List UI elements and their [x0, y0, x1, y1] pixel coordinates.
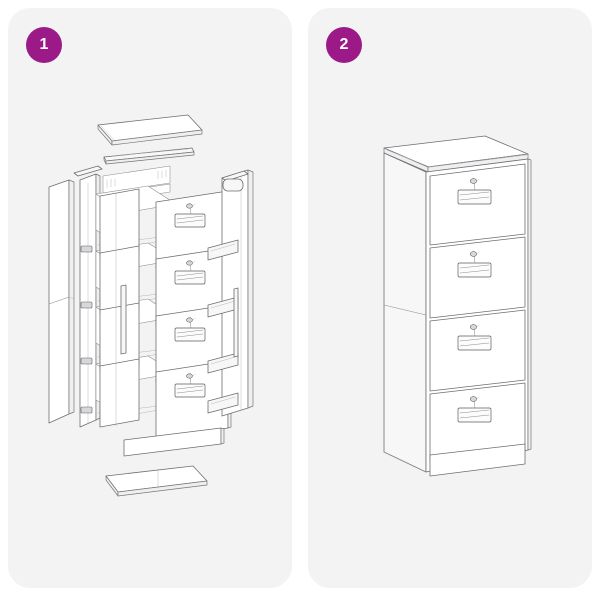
- step-number-label: 2: [339, 36, 349, 53]
- part-plinth-base: [383, 443, 526, 477]
- drawer-handle-4: [174, 373, 206, 398]
- drawer-handle-1: [174, 203, 206, 228]
- part-right-side-panel: [207, 169, 254, 417]
- step-badge-2: 2: [326, 27, 362, 63]
- drawer-handle-4: [457, 396, 492, 423]
- part-drawer-front-3: [429, 309, 526, 392]
- drawer-handle-1: [457, 178, 492, 205]
- assembled-cabinet-illustration: [308, 8, 592, 588]
- part-cabinet-top: [383, 135, 529, 173]
- part-kick-plate: [123, 427, 225, 457]
- part-drawer-front-1: [429, 163, 526, 246]
- step-panel-1: 1: [8, 8, 292, 588]
- part-cabinet-left-side: [383, 152, 427, 473]
- exploded-cabinet-illustration: [8, 8, 292, 588]
- part-left-side-panel: [48, 179, 75, 424]
- part-center-rail: [120, 284, 127, 355]
- part-base-panel: [105, 465, 208, 497]
- drawer-handle-2: [457, 251, 492, 278]
- drawer-handle-2: [174, 260, 206, 285]
- step-panel-2: 2: [308, 8, 592, 588]
- drawer-handle-3: [174, 317, 206, 342]
- part-top-rail: [103, 147, 195, 165]
- step-number-label: 1: [39, 36, 49, 53]
- drawer-handle-3: [457, 324, 492, 351]
- drawer-slides: [207, 239, 239, 414]
- part-inner-dividers: [99, 188, 140, 428]
- part-drawer-front-2: [429, 236, 526, 319]
- step-badge-1: 1: [26, 27, 62, 63]
- part-top-panel: [97, 114, 203, 146]
- hinge-marks: [80, 245, 93, 414]
